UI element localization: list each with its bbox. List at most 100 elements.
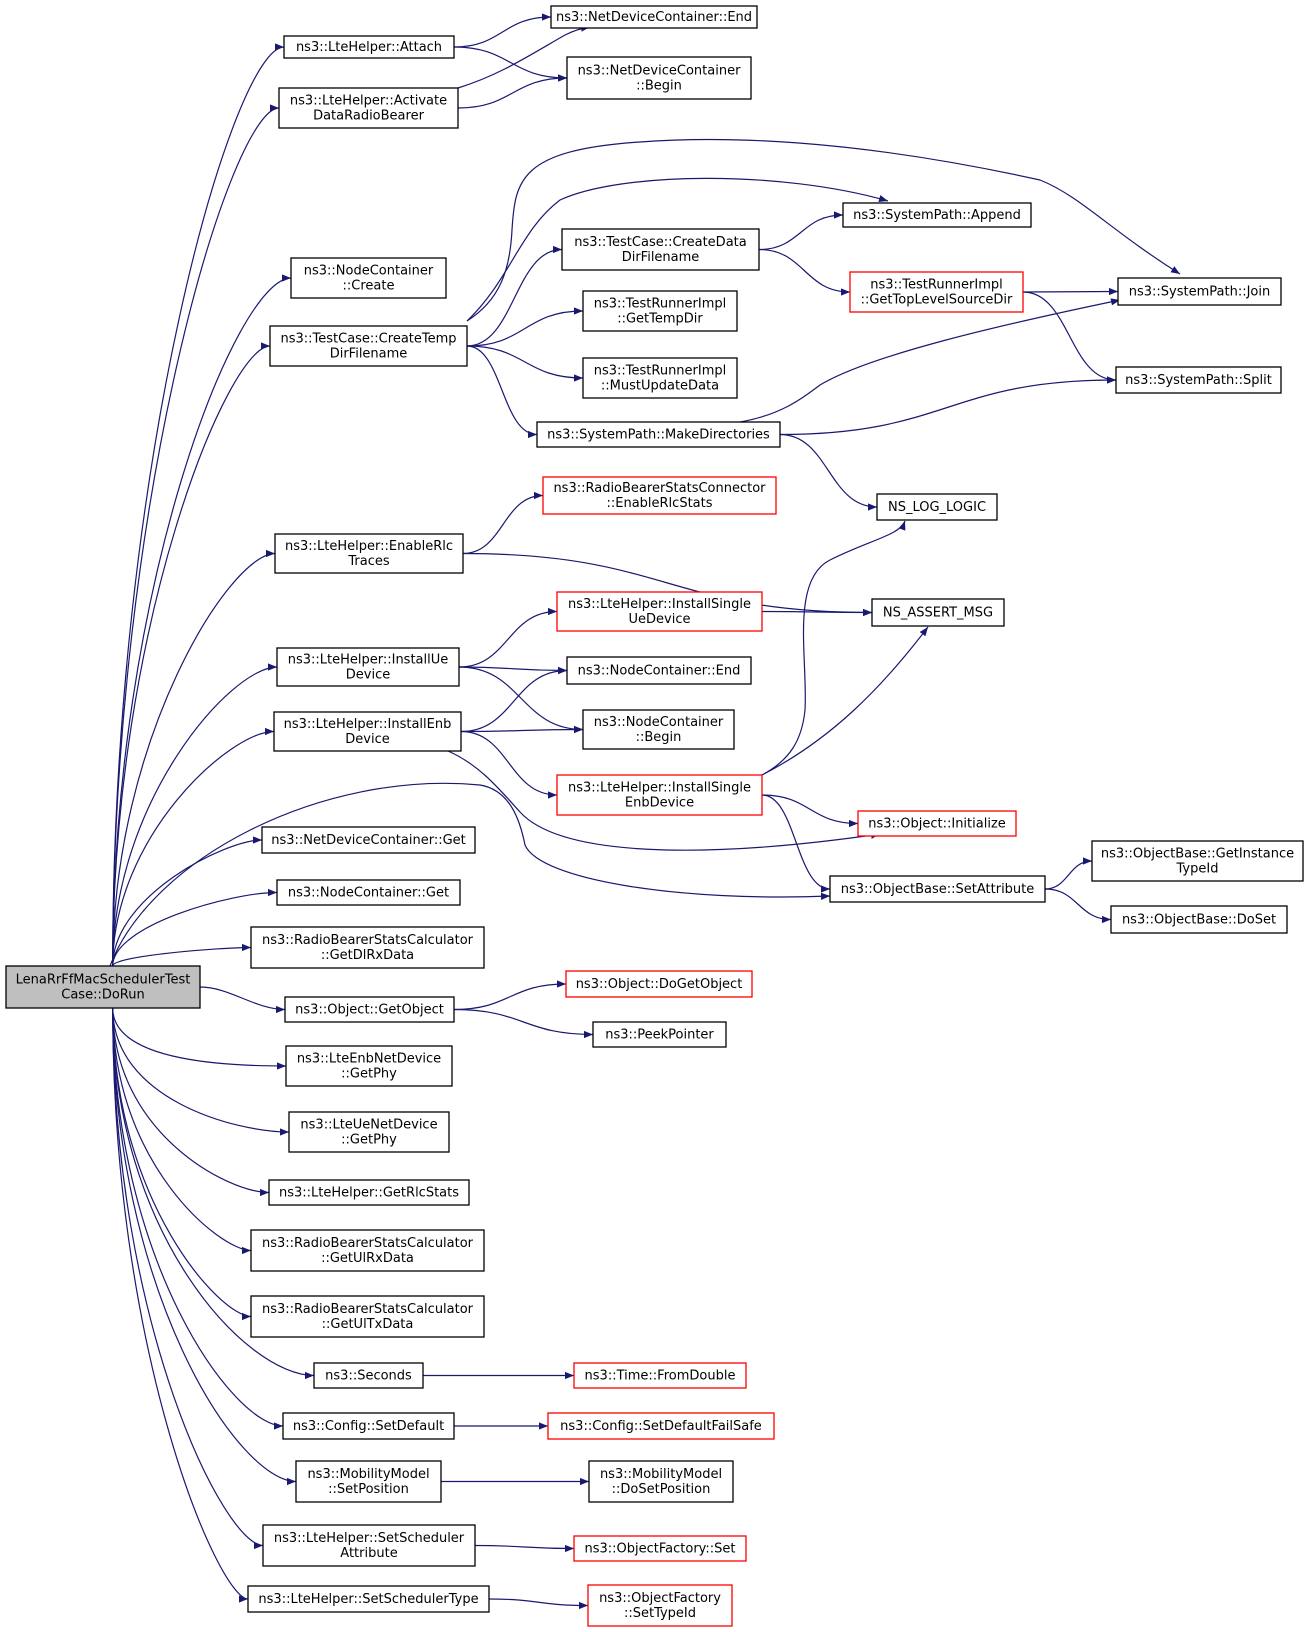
- node-ns3-mobilitymodel-setposition[interactable]: ns3::MobilityModel::SetPosition: [295, 1460, 442, 1503]
- node-ns3-object-getobject[interactable]: ns3::Object::GetObject: [284, 996, 455, 1023]
- node-box: [573, 1535, 747, 1562]
- node-label: ns3::LteHelper::Activate: [290, 94, 447, 109]
- node-ns-assert-msg[interactable]: NS_ASSERT_MSG: [871, 598, 1005, 627]
- node-ns3-objectfactory-settypeid[interactable]: ns3::ObjectFactory::SetTypeId: [587, 1584, 733, 1627]
- edge-root-to-seconds: [112, 1007, 315, 1380]
- node-label: ::DoSetPosition: [612, 1482, 711, 1497]
- node-label: ns3::ObjectBase::GetInstance: [1101, 847, 1294, 862]
- node-label: ns3::LteHelper::InstallUe: [288, 653, 449, 668]
- node-ns3-nodecontainer-end[interactable]: ns3::NodeContainer::End: [566, 656, 752, 685]
- node-ns3-objectbase-setattribute[interactable]: ns3::ObjectBase::SetAttribute: [829, 875, 1046, 903]
- node-ns3-systempath-append[interactable]: ns3::SystemPath::Append: [842, 202, 1032, 228]
- node-label: ::GetTempDir: [617, 312, 703, 327]
- node-ns3-systempath-split[interactable]: ns3::SystemPath::Split: [1115, 366, 1282, 394]
- node-ns-log-logic[interactable]: NS_LOG_LOGIC: [876, 493, 998, 521]
- edge-tc_cddf-to-sp_append: [758, 211, 844, 251]
- node-label: ns3::LteHelper::SetScheduler: [274, 1531, 465, 1546]
- edge-path: [466, 345, 538, 439]
- node-ns3-nodecontainer-begin[interactable]: ns3::NodeContainer::Begin: [582, 709, 735, 750]
- edge-root-to-tc_ctdf: [112, 342, 271, 967]
- node-ns3-object-dogetobject[interactable]: ns3::Object::DoGetObject: [565, 970, 753, 998]
- node-ns3-time-fromdouble[interactable]: ns3::Time::FromDouble: [573, 1362, 747, 1389]
- node-ns3-ltehelper-setschedulertype[interactable]: ns3::LteHelper::SetSchedulerType: [247, 1585, 490, 1613]
- node-ns3-testrunnerimpl-gettoplevelsourcedir[interactable]: ns3::TestRunnerImpl::GetTopLevelSourceDi…: [849, 271, 1024, 313]
- node-ns3-testrunnerimpl-gettempdir[interactable]: ns3::TestRunnerImpl::GetTempDir: [582, 290, 738, 332]
- node-label: ns3::NodeContainer::End: [578, 664, 741, 679]
- node-ns3-seconds[interactable]: ns3::Seconds: [313, 1362, 424, 1389]
- node-ns3-testrunnerimpl-mustupdatedata[interactable]: ns3::TestRunnerImpl::MustUpdateData: [582, 357, 738, 399]
- node-ns3-object-initialize[interactable]: ns3::Object::Initialize: [857, 810, 1017, 837]
- node-ns3-netdevicecontainer-get[interactable]: ns3::NetDeviceContainer::Get: [261, 826, 476, 854]
- node-ns3-radiobearerstatscalculator-getdlrxdata[interactable]: ns3::RadioBearerStatsCalculator::GetDlRx…: [250, 926, 485, 969]
- node-ns3-objectbase-doset[interactable]: ns3::ObjectBase::DoSet: [1110, 905, 1288, 934]
- node-ns3-objectfactory-set[interactable]: ns3::ObjectFactory::Set: [573, 1535, 747, 1562]
- node-ns3-nodecontainer-get[interactable]: ns3::NodeContainer::Get: [276, 879, 461, 906]
- node-ns3-netdevicecontainer-begin[interactable]: ns3::NetDeviceContainer::Begin: [566, 56, 752, 100]
- node-label: ns3::Config::SetDefault: [293, 1419, 444, 1434]
- edge-path: [199, 986, 286, 1014]
- node-ns3-radiobearerstatsconnector-enablerlcstats[interactable]: ns3::RadioBearerStatsConnector::EnableRl…: [542, 476, 777, 515]
- node-ns3-lteuenetdevice-getphy[interactable]: ns3::LteUeNetDevice::GetPhy: [288, 1111, 450, 1153]
- node-label: ns3::SystemPath::Append: [853, 208, 1021, 223]
- node-box: [247, 1585, 490, 1613]
- node-ns3-nodecontainer-create[interactable]: ns3::NodeContainer::Create: [290, 257, 447, 299]
- edge-path: [1022, 287, 1119, 296]
- node-label: ns3::NodeContainer: [594, 715, 724, 730]
- edge-sp_md-to-sp_join: [739, 298, 1121, 423]
- node-ns3-config-setdefaultfailsafe[interactable]: ns3::Config::SetDefaultFailSafe: [547, 1412, 775, 1440]
- edge-path: [466, 245, 563, 347]
- node-box: [582, 290, 738, 332]
- node-label: UeDevice: [629, 612, 691, 627]
- node-box: [550, 5, 758, 29]
- node-label: EnbDevice: [625, 796, 694, 811]
- node-box: [582, 357, 738, 399]
- node-ns3-netdevicecontainer-end[interactable]: ns3::NetDeviceContainer::End: [550, 5, 758, 29]
- edge-path: [1022, 291, 1117, 384]
- node-label: ::EnableRlcStats: [606, 496, 712, 511]
- node-ns3-systempath-join[interactable]: ns3::SystemPath::Join: [1117, 277, 1282, 306]
- node-ns3-config-setdefault[interactable]: ns3::Config::SetDefault: [282, 1412, 455, 1440]
- node-ns3-ltehelper-attach[interactable]: ns3::LteHelper::Attach: [283, 35, 455, 59]
- node-label: ns3::NetDeviceContainer::Get: [271, 833, 466, 848]
- node-ns3-radiobearerstatscalculator-getulrxdata[interactable]: ns3::RadioBearerStatsCalculator::GetUlRx…: [250, 1229, 485, 1272]
- node-label: ::GetUlRxData: [321, 1251, 414, 1266]
- node-box: [556, 591, 763, 632]
- node-ns3-peekpointer[interactable]: ns3::PeekPointer: [592, 1021, 727, 1048]
- node-ns3-systempath-makedirectories[interactable]: ns3::SystemPath::MakeDirectories: [536, 421, 781, 448]
- node-ns3-ltehelper-getrlcstats[interactable]: ns3::LteHelper::GetRlcStats: [268, 1179, 470, 1206]
- edge-path: [460, 725, 584, 734]
- node-ns3-radiobearerstatscalculator-getultxdata[interactable]: ns3::RadioBearerStatsCalculator::GetUlTx…: [250, 1295, 485, 1338]
- node-label: ns3::TestRunnerImpl: [594, 297, 727, 312]
- node-box: [295, 1460, 442, 1503]
- edge-path: [758, 248, 851, 296]
- edge-lh_ssa-to-of_set: [474, 1544, 575, 1553]
- node-ns3-lteenbnetdevice-getphy[interactable]: ns3::LteEnbNetDevice::GetPhy: [285, 1045, 453, 1087]
- edge-root-to-lh_attach: [112, 43, 285, 967]
- node-ns3-mobilitymodel-dosetposition[interactable]: ns3::MobilityModel::DoSetPosition: [588, 1460, 734, 1503]
- edge-path: [112, 1007, 252, 1255]
- node-label: ns3::RadioBearerStatsCalculator: [262, 1302, 474, 1317]
- edge-path: [474, 1544, 575, 1553]
- edge-path: [112, 1007, 315, 1380]
- node-label: ns3::LteHelper::GetRlcStats: [279, 1186, 459, 1201]
- node-box: [284, 996, 455, 1023]
- node-label: ns3::SystemPath::Split: [1125, 373, 1272, 388]
- node-label: ns3::RadioBearerStatsCalculator: [262, 1236, 474, 1251]
- node-label: ::GetDlRxData: [321, 948, 414, 963]
- edge-root-to-lue_gp: [112, 1007, 290, 1136]
- edge-ob_setattr-to-ob_doset: [1044, 888, 1112, 924]
- edge-root-to-lh_iud: [112, 663, 278, 967]
- edge-root-to-ndc_get: [112, 836, 263, 967]
- node-label: ns3::TestRunnerImpl: [870, 278, 1003, 293]
